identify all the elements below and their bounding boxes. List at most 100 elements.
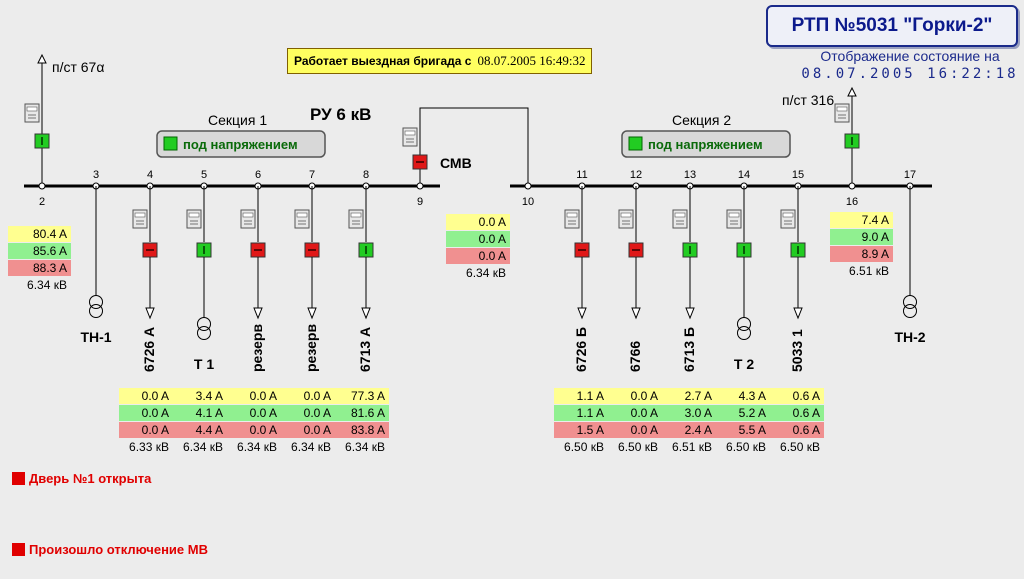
meter-icon[interactable] <box>186 209 202 229</box>
phase-current: 2.7 A <box>662 388 716 404</box>
breaker-on[interactable] <box>844 133 860 149</box>
alarm-text: Произошло отключение МВ <box>29 542 208 557</box>
breaker-off[interactable] <box>250 242 266 258</box>
phase-current: 1.1 A <box>554 405 608 421</box>
phase-current: 2.4 A <box>662 422 716 438</box>
section-1-status[interactable]: под напряжением <box>156 130 326 158</box>
winding <box>737 317 751 331</box>
meter-icon[interactable] <box>564 209 580 229</box>
feed-arrow-icon <box>37 53 47 64</box>
meter-icon[interactable] <box>726 209 742 229</box>
meter-icon[interactable] <box>780 209 796 229</box>
breaker-on[interactable] <box>34 133 50 149</box>
phase-current: 0.0 A <box>227 422 281 438</box>
meter-icon[interactable] <box>240 209 256 229</box>
meter-body <box>402 127 418 147</box>
meter-display <box>566 212 578 218</box>
winding <box>197 326 211 340</box>
meter-body <box>186 209 202 229</box>
phase-current: 0.0 A <box>446 214 510 230</box>
feed-label-2: п/ст 316 <box>782 92 834 108</box>
meter-icon[interactable] <box>294 209 310 229</box>
meter-icon[interactable] <box>672 209 688 229</box>
meter-display <box>404 130 416 136</box>
voltage-value: 6.50 кВ <box>564 440 604 454</box>
alarm-indicator-icon <box>12 543 25 556</box>
section-tie-line <box>419 107 529 186</box>
phase-current: 0.0 A <box>446 231 510 247</box>
breaker-on[interactable] <box>736 242 752 258</box>
transformer-icon <box>737 317 751 340</box>
meter-icon[interactable] <box>348 209 364 229</box>
cell-number-15: 15 <box>792 169 804 181</box>
feeder-label-7: резерв <box>303 324 319 372</box>
phase-current: 1.5 A <box>554 422 608 438</box>
meter-icon[interactable] <box>402 127 418 147</box>
energized-indicator-icon <box>628 136 643 151</box>
feeder-label-12: 6766 <box>627 341 643 372</box>
cell-number-6: 6 <box>255 169 261 181</box>
feeder-arrow-icon <box>145 307 155 320</box>
meter-display <box>782 212 794 218</box>
brigade-label: Работает выездная бригада с <box>294 54 472 68</box>
feeder-label-15: 5033 1 <box>789 329 805 372</box>
section-2-status[interactable]: под напряжением <box>621 130 791 158</box>
meter-icon[interactable] <box>24 103 40 123</box>
feed-label-1: п/ст 67α <box>52 59 104 75</box>
cell-number-7: 7 <box>309 169 315 181</box>
phase-current: 7.4 A <box>830 212 893 228</box>
vt-label-3: ТН-1 <box>80 329 111 345</box>
voltage-value: 6.34 кВ <box>183 440 223 454</box>
state-time: 08.07.2005 16:22:18 <box>801 66 1019 82</box>
phase-current: 0.6 A <box>770 405 824 421</box>
alarm-breaker-trip[interactable]: Произошло отключение МВ <box>12 542 208 557</box>
breaker-off[interactable] <box>574 242 590 258</box>
breaker-on[interactable] <box>358 242 374 258</box>
alarm-door-open[interactable]: Дверь №1 открыта <box>12 471 151 486</box>
meter-display <box>836 106 848 112</box>
breaker-off[interactable] <box>628 242 644 258</box>
phase-current: 88.3 A <box>8 260 71 276</box>
breaker-off[interactable] <box>412 154 428 170</box>
phase-current: 81.6 A <box>335 405 389 421</box>
meter-display <box>134 212 146 218</box>
alarm-indicator-icon <box>12 472 25 485</box>
meter-icon[interactable] <box>834 103 850 123</box>
feeder-label-13: 6713 Б <box>681 327 697 372</box>
meter-display <box>242 212 254 218</box>
meter-icon[interactable] <box>618 209 634 229</box>
meter-body <box>726 209 742 229</box>
meter-body <box>780 209 796 229</box>
voltage-value: 6.34 кВ <box>466 266 506 280</box>
meter-body <box>564 209 580 229</box>
phase-current: 0.0 A <box>281 388 335 404</box>
phase-current: 0.0 A <box>608 388 662 404</box>
feed-arrow-icon <box>847 86 857 97</box>
breaker-off[interactable] <box>304 242 320 258</box>
cell-number-11: 11 <box>576 169 587 181</box>
breaker-on[interactable] <box>682 242 698 258</box>
feeder-label-14: Т 2 <box>734 356 754 372</box>
cell-number-8: 8 <box>363 169 369 181</box>
breaker-off[interactable] <box>142 242 158 258</box>
cell-number-4: 4 <box>147 169 153 181</box>
cell-number-17: 17 <box>904 169 916 181</box>
feeder-label-11: 6726 Б <box>573 327 589 372</box>
state-label: Отображение состояние на <box>820 48 1000 64</box>
phase-current: 0.0 A <box>281 405 335 421</box>
breaker-on[interactable] <box>196 242 212 258</box>
meter-icon[interactable] <box>132 209 148 229</box>
phase-current: 5.2 A <box>716 405 770 421</box>
ru-title: РУ 6 кВ <box>310 105 371 124</box>
brigade-banner: Работает выездная бригада с 08.07.2005 1… <box>287 48 593 74</box>
winding <box>197 317 211 331</box>
breaker-on[interactable] <box>790 242 806 258</box>
feeder-arrow-icon <box>793 307 803 320</box>
phase-current: 80.4 A <box>8 226 71 242</box>
